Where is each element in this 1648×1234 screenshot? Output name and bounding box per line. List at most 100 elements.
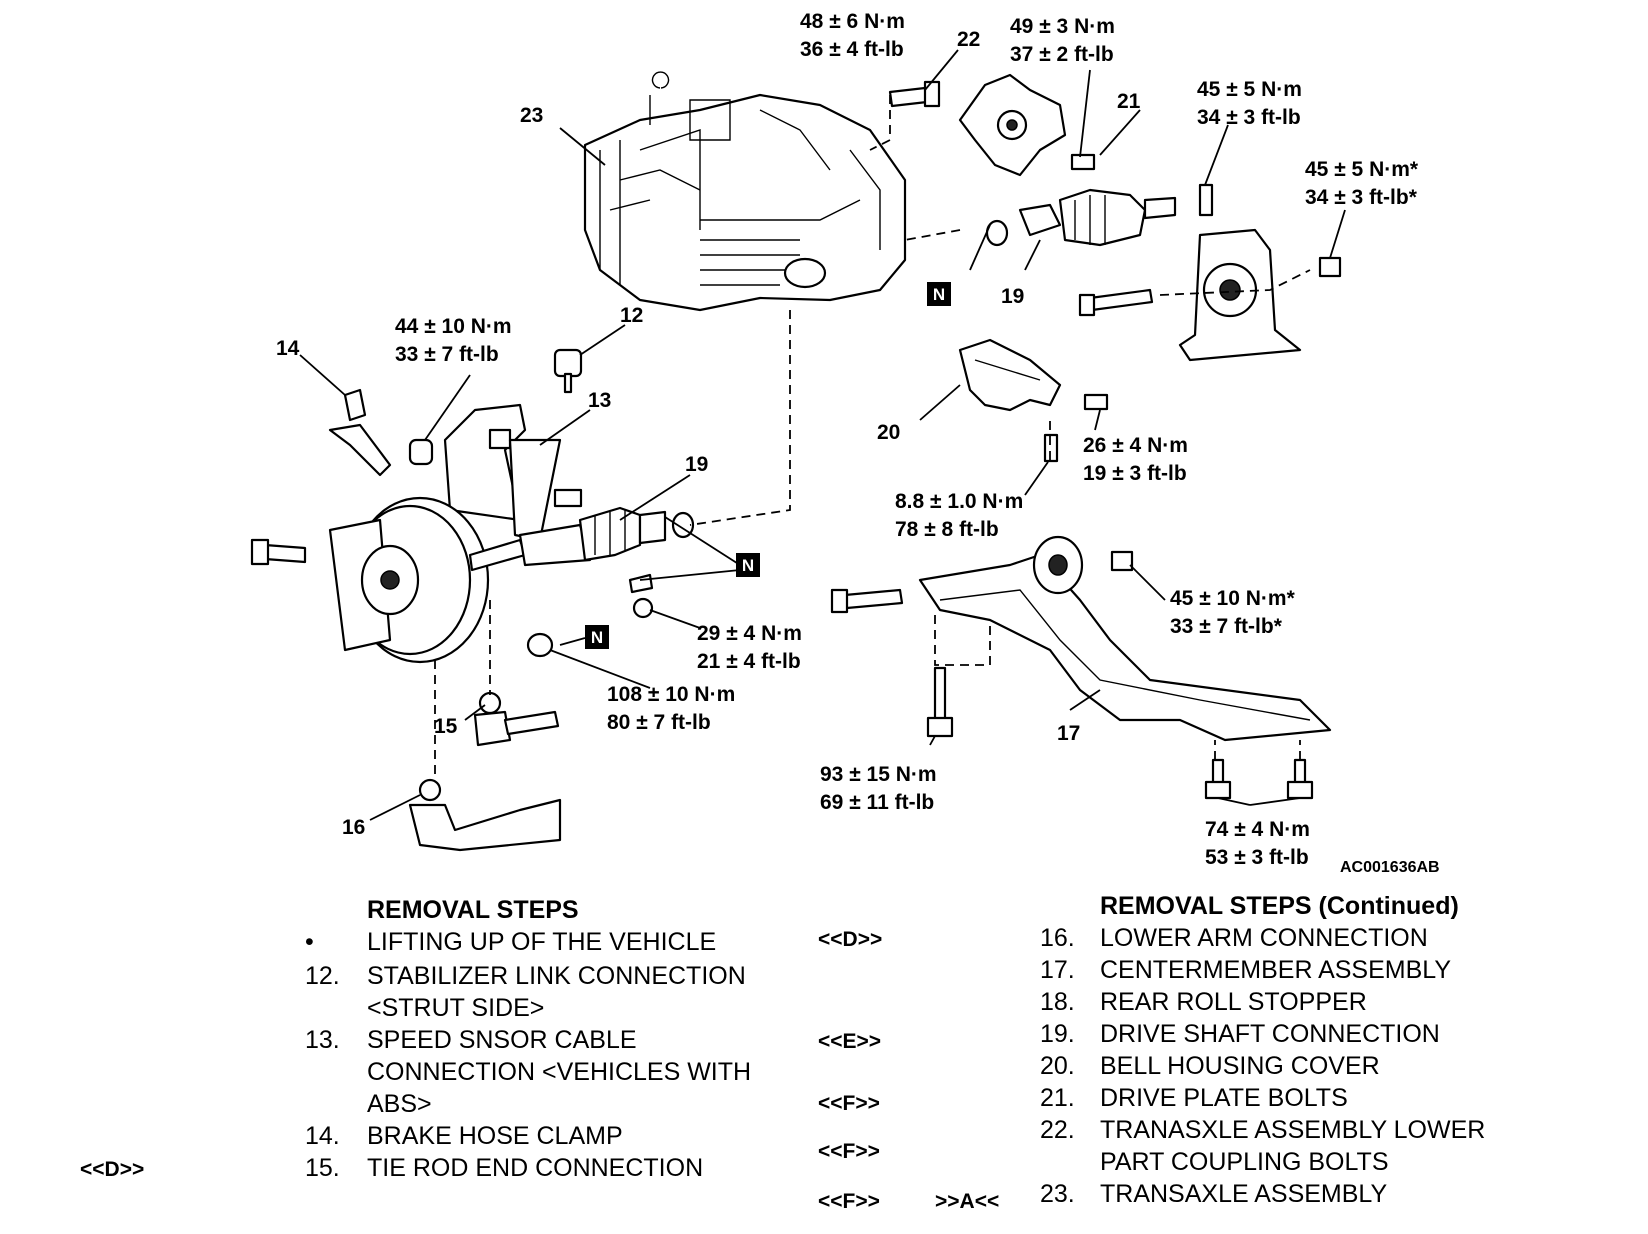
callout-20: 20 [877,421,900,444]
step-23-ref: <<F>> [818,1190,880,1213]
step-bullet-num: • [305,928,314,956]
svg-text:44 ± 10 N·m: 44 ± 10 N·m [395,315,512,338]
centermember-assembly [830,535,1332,800]
svg-text:48 ± 6 N·m: 48 ± 6 N·m [800,10,905,33]
step-21-ref: <<F>> [818,1092,880,1115]
svg-text:N: N [591,628,603,647]
step-12-line2: <STRUT SIDE> [367,994,545,1022]
removal-title: REMOVAL STEPS [367,896,579,924]
torque-20a: 26 ± 4 N·m 19 ± 3 ft-lb [1083,434,1188,485]
callout-19-lower: 19 [685,453,708,476]
step-13-line2: CONNECTION <VEHICLES WITH [367,1058,752,1086]
lower-arm [408,778,562,852]
step-17-num: 17. [1040,956,1075,984]
svg-text:21 ± 4 ft-lb: 21 ± 4 ft-lb [697,650,801,673]
svg-text:78 ± 8 ft-lb: 78 ± 8 ft-lb [895,518,999,541]
n-mark-1: N [927,282,951,306]
torque-20b: 8.8 ± 1.0 N·m 78 ± 8 ft-lb [895,490,1023,541]
step-23-line1: TRANSAXLE ASSEMBLY [1100,1180,1388,1208]
step-22-num: 22. [1040,1116,1075,1144]
step-13-line1: SPEED SNSOR CABLE [367,1026,637,1054]
svg-text:19 ± 3 ft-lb: 19 ± 3 ft-lb [1083,462,1187,485]
step-15-line1: TIE ROD END CONNECTION [367,1154,704,1182]
leader-lines [299,49,1346,821]
svg-text:74 ± 4 N·m: 74 ± 4 N·m [1205,818,1310,841]
step-15-num: 15. [305,1154,340,1182]
torque-tierod: 29 ± 4 N·m 21 ± 4 ft-lb [697,622,802,673]
svg-text:53 ± 3 ft-lb: 53 ± 3 ft-lb [1205,846,1309,869]
svg-text:49 ± 3 N·m: 49 ± 3 N·m [1010,15,1115,38]
svg-text:80 ± 7 ft-lb: 80 ± 7 ft-lb [607,711,711,734]
step-22-line1: TRANASXLE ASSEMBLY LOWER [1100,1116,1486,1144]
step-19-ref: <<E>> [818,1030,882,1053]
callout-21: 21 [1117,90,1141,113]
step-18-num: 18. [1040,988,1075,1016]
step-12-line1: STABILIZER LINK CONNECTION [367,962,746,990]
callout-14: 14 [276,337,300,360]
torque-21: 49 ± 3 N·m 37 ± 2 ft-lb [1010,15,1115,66]
torque-17-nut: 45 ± 10 N·m* 33 ± 7 ft-lb* [1170,587,1296,638]
removal-title-continued: REMOVAL STEPS (Continued) [1100,892,1459,920]
step-18-line1: REAR ROLL STOPPER [1100,988,1367,1016]
bell-housing-cover [958,338,1109,463]
svg-text:29 ± 4 N·m: 29 ± 4 N·m [697,622,802,645]
svg-text:N: N [742,556,754,575]
bolt-22 [888,80,941,108]
torque-mount-bolt: 45 ± 5 N·m 34 ± 3 ft-lb [1197,78,1302,129]
step-13-line3: ABS> [367,1090,432,1118]
step-16-ref: <<D>> [818,928,883,951]
hub-brake-assembly [250,403,527,664]
step-22-ref: <<F>> [818,1140,880,1163]
brake-hose-clamp [328,388,392,477]
svg-text:45 ± 10 N·m*: 45 ± 10 N·m* [1170,587,1296,610]
rear-roll-stopper [1078,183,1342,362]
svg-text:26 ± 4 N·m: 26 ± 4 N·m [1083,434,1188,457]
step-19-num: 19. [1040,1020,1075,1048]
svg-text:34 ± 3 ft-lb*: 34 ± 3 ft-lb* [1305,186,1418,209]
torque-17-bolt: 93 ± 15 N·m 69 ± 11 ft-lb [820,763,937,814]
callout-23: 23 [520,104,543,127]
step-lifting: LIFTING UP OF THE VEHICLE [367,928,717,956]
svg-text:N: N [933,285,945,304]
step-16-line1: LOWER ARM CONNECTION [1100,924,1428,952]
callout-22: 22 [957,28,980,51]
callout-16: 16 [342,816,365,839]
n-mark-3: N [585,625,609,649]
step-20-num: 20. [1040,1052,1075,1080]
step-19-line1: DRIVE SHAFT CONNECTION [1100,1020,1440,1048]
torque-hub: 108 ± 10 N·m 80 ± 7 ft-lb [607,683,735,734]
torque-mount-nut: 45 ± 5 N·m* 34 ± 3 ft-lb* [1305,158,1419,209]
dashed-guides [434,95,1311,780]
step-23-ref2: >>A<< [935,1190,1000,1213]
svg-text:33 ± 7 ft-lb: 33 ± 7 ft-lb [395,343,499,366]
step-20-line1: BELL HOUSING COVER [1100,1052,1380,1080]
step-22-line2: PART COUPLING BOLTS [1100,1148,1389,1176]
transaxle-assembly [583,71,907,312]
step-15-ref: <<D>> [80,1158,145,1181]
step-21-num: 21. [1040,1084,1075,1112]
step-13-num: 13. [305,1026,340,1054]
callout-17: 17 [1057,722,1080,745]
tie-rod-end [473,691,560,747]
drive-shaft-lower [468,506,695,572]
svg-text:37 ± 2 ft-lb: 37 ± 2 ft-lb [1010,43,1114,66]
callout-13: 13 [588,389,611,412]
svg-text:36 ± 4 ft-lb: 36 ± 4 ft-lb [800,38,904,61]
step-17-line1: CENTERMEMBER ASSEMBLY [1100,956,1452,984]
svg-text:34 ± 3 ft-lb: 34 ± 3 ft-lb [1197,106,1301,129]
torque-22: 48 ± 6 N·m 36 ± 4 ft-lb [800,10,905,61]
figure-code: AC001636AB [1340,859,1440,876]
callout-12: 12 [620,304,643,327]
svg-text:108 ± 10 N·m: 108 ± 10 N·m [607,683,735,706]
callout-19-upper: 19 [1001,285,1024,308]
n-mark-2: N [736,553,760,577]
step-14-line1: BRAKE HOSE CLAMP [367,1122,623,1150]
step-23-num: 23. [1040,1180,1075,1208]
svg-text:69 ± 11 ft-lb: 69 ± 11 ft-lb [820,791,934,814]
svg-text:8.8 ± 1.0 N·m: 8.8 ± 1.0 N·m [895,490,1023,513]
svg-text:45 ± 5 N·m*: 45 ± 5 N·m* [1305,158,1419,181]
step-21-line1: DRIVE PLATE BOLTS [1100,1084,1348,1112]
svg-text:33 ± 7 ft-lb*: 33 ± 7 ft-lb* [1170,615,1283,638]
step-14-num: 14. [305,1122,340,1150]
